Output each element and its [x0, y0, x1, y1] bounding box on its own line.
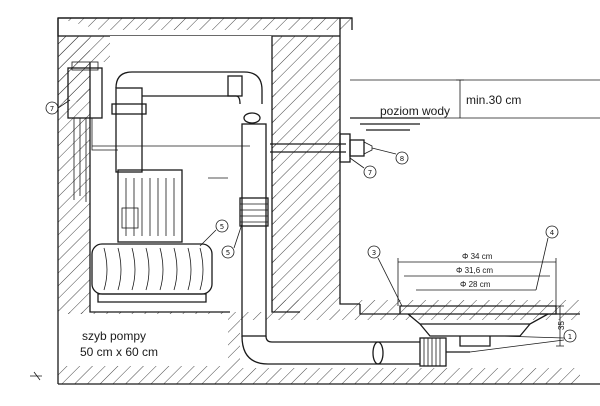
pump-shaft-upper [110, 36, 272, 66]
shaft-label-line2: 50 cm x 60 cm [80, 345, 158, 359]
callout-1-drain: 1 [469, 329, 577, 353]
pump-motor-fins [125, 178, 175, 236]
pool-pipe-end [380, 341, 470, 365]
drain-bowl [407, 313, 549, 337]
concrete-right-wall [272, 36, 340, 312]
callout-5-blower: 5 [199, 219, 229, 247]
flex-coupling-ribs [240, 203, 268, 223]
blower-ribs [103, 247, 204, 291]
water-surface [350, 117, 430, 131]
svg-text:4: 4 [550, 229, 555, 237]
dim-35-line [556, 305, 564, 347]
wall-fitting-pipe [270, 143, 346, 153]
dim-28-label: Φ 28 cm [460, 280, 491, 289]
min-depth-label: min.30 cm [466, 93, 521, 107]
control-box [67, 67, 103, 119]
svg-text:1: 1 [568, 333, 572, 341]
bottom-elbow [241, 335, 380, 365]
svg-text:5: 5 [220, 223, 224, 231]
pump-riser-pipe [115, 87, 143, 173]
pool-water-area [340, 30, 600, 300]
drain-outlet [459, 336, 491, 347]
callout-4-grate: 4 [535, 225, 559, 291]
water-level-label: poziom wody [380, 104, 450, 118]
control-box-cables [73, 118, 118, 202]
control-box-top [71, 61, 99, 71]
svg-text:8: 8 [400, 155, 404, 163]
drain-outer-frame [399, 305, 557, 315]
callout-7-wall: 7 [349, 157, 377, 179]
svg-text:5: 5 [226, 249, 230, 257]
blower-base [97, 293, 207, 303]
svg-text:7: 7 [50, 105, 54, 113]
pipe-opening [372, 341, 384, 365]
min-depth-dim-line [430, 79, 600, 119]
top-pipe-coupling [227, 75, 243, 97]
pump-shaft-interior [90, 62, 272, 312]
shaft-label-area [58, 314, 228, 366]
svg-text:7: 7 [368, 169, 372, 177]
dim-34-label: Φ 34 cm [462, 252, 493, 261]
pipe-flange-top [111, 103, 147, 115]
drain-union-threads [423, 338, 441, 366]
descending-pipe [241, 123, 267, 337]
pipe-channel [240, 320, 580, 368]
motor-terminal-box [121, 207, 139, 229]
corner-marker [30, 371, 42, 381]
dim-35-label: 35 [557, 321, 566, 330]
shaft-label-line1: szyb pompy [82, 329, 146, 343]
nozzle-body [349, 139, 365, 157]
callout-3-frame: 3 [367, 245, 403, 307]
svg-text:3: 3 [372, 249, 376, 257]
pump-motor [117, 169, 183, 243]
check-valve [243, 112, 261, 124]
callout-8-nozzle: 8 [371, 147, 409, 165]
callout-7-control: 7 [45, 99, 71, 115]
flex-coupling [239, 197, 269, 227]
dim-316-label: Φ 31,6 cm [456, 266, 493, 275]
wall-outline [57, 17, 600, 385]
callout-5-pipe: 5 [221, 223, 243, 259]
